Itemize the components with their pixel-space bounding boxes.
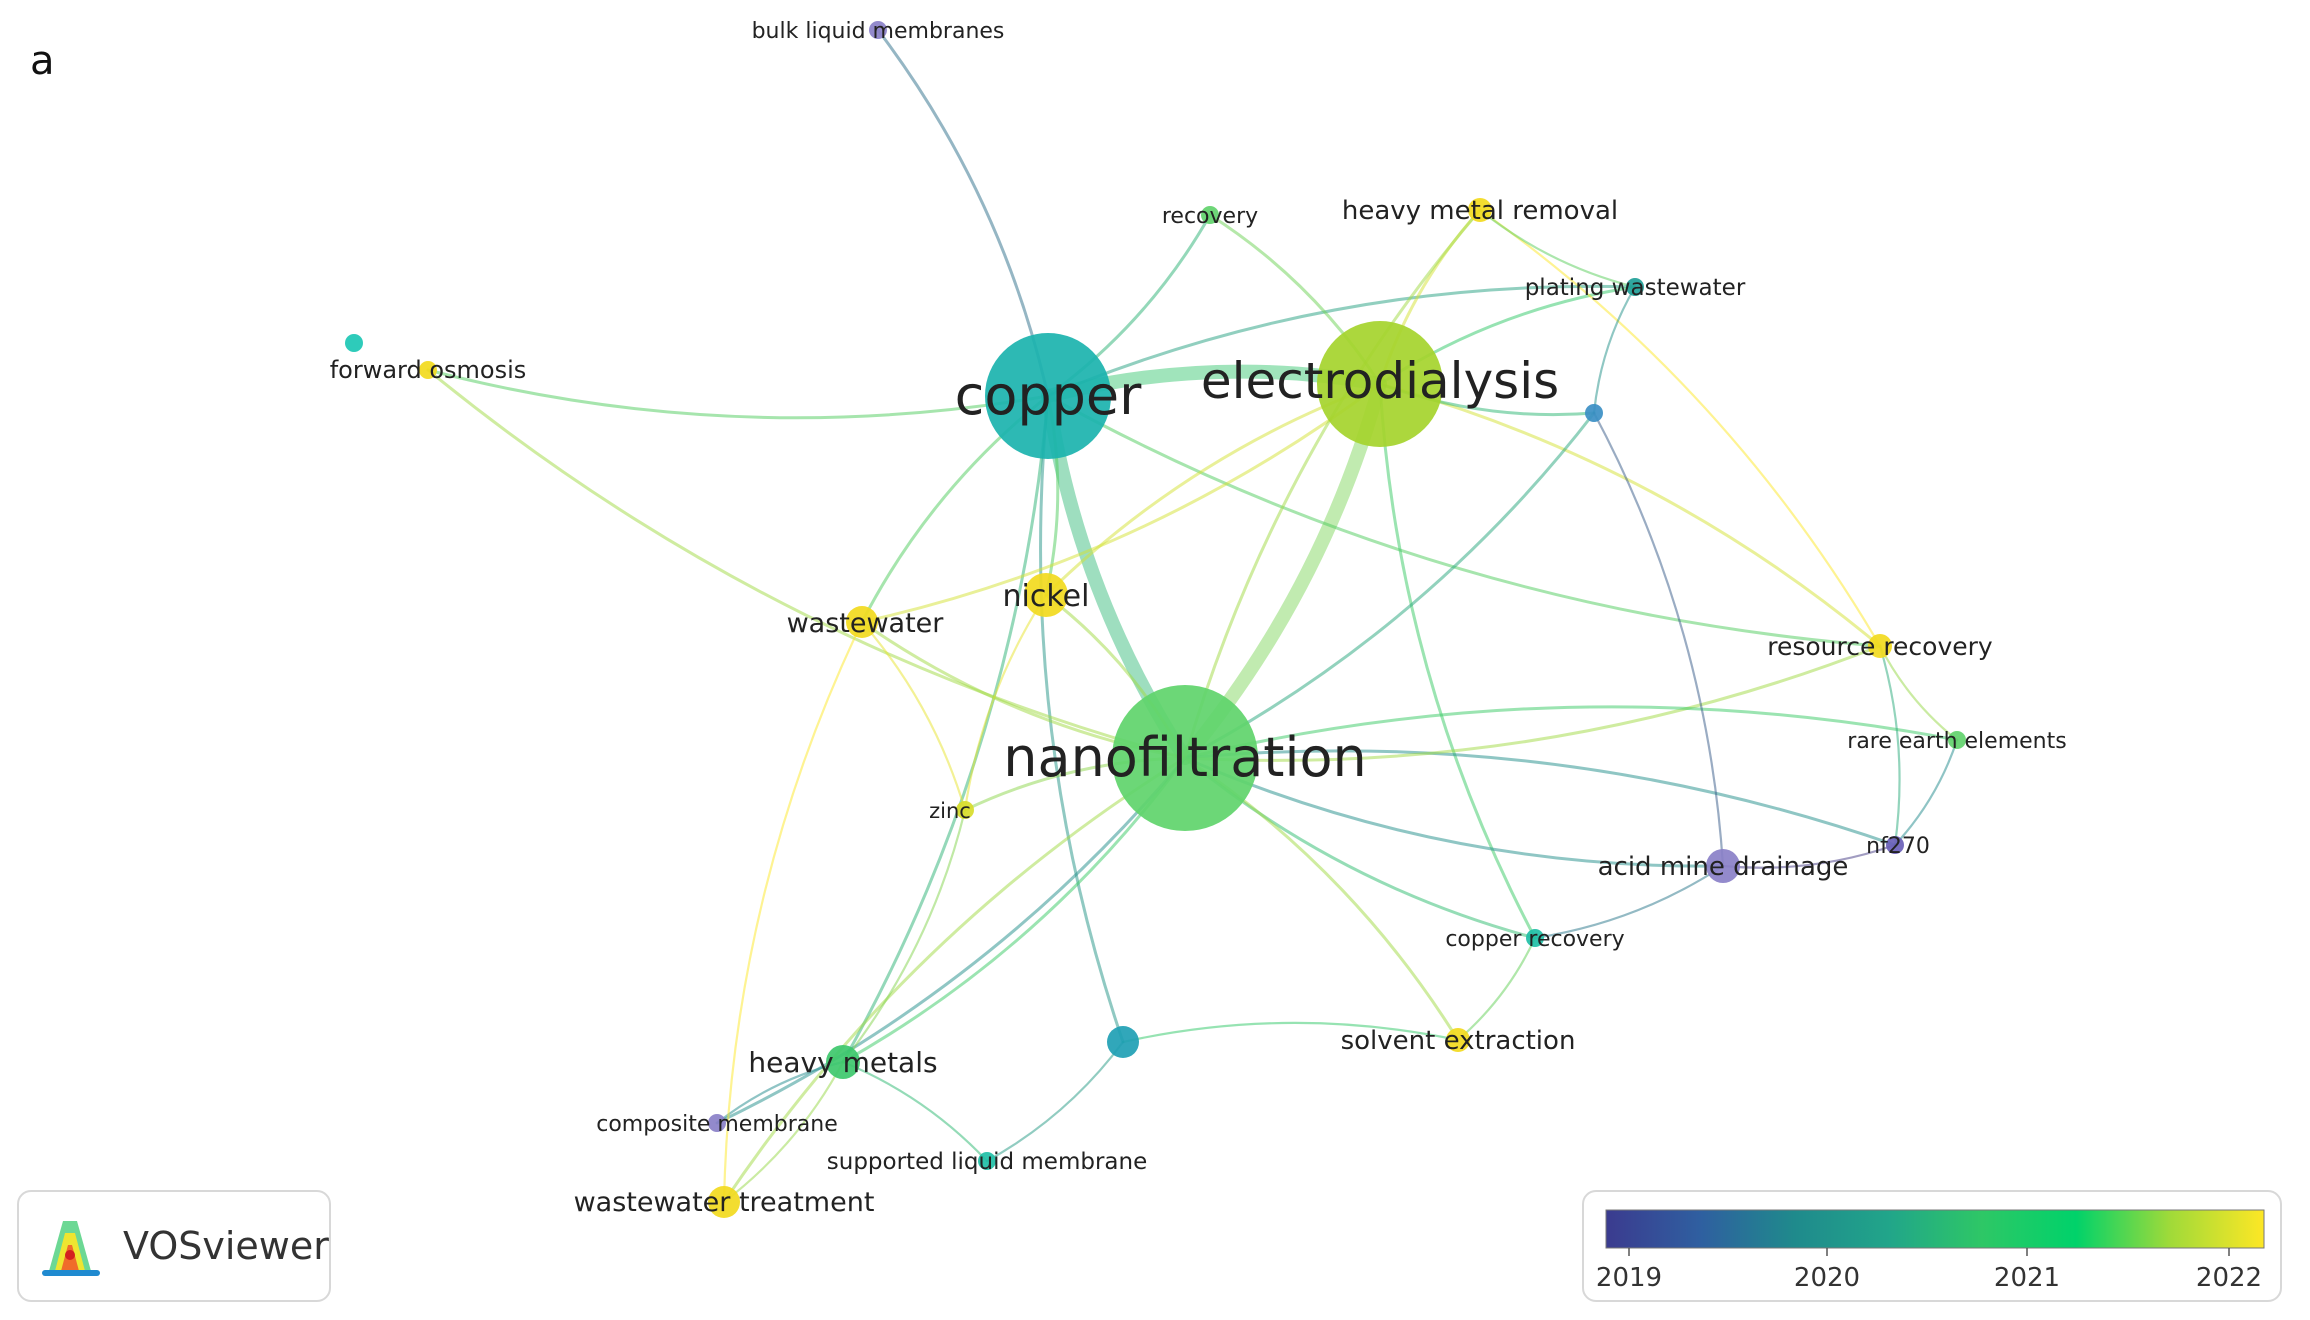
link-rare-earth-elements-nf270 [1893,738,1959,847]
node-label-heavy-metal-removal: heavy metal removal [1342,196,1618,226]
node-forward-osmosis[interactable] [419,361,437,379]
link-copper-unlabeled-teal [1039,394,1125,1044]
link-resource-recovery-heavy-metal-removal [1478,208,1882,648]
node-label-composite-membrane: composite membrane [596,1112,838,1137]
node-resource-recovery[interactable] [1868,634,1892,658]
node-label-wastewater-treatment: wastewater treatment [574,1187,875,1218]
link-acid-mine-drainage-copper-recovery [1533,864,1725,940]
link-heavy-metals-zinc [841,808,967,1064]
node-label-solvent-extraction: solvent extraction [1341,1026,1576,1056]
link-nanofiltration-unlabeled-blue [1183,411,1596,760]
node-supported-liquid-membrane[interactable] [978,1152,996,1170]
link-nanofiltration-acid-mine-drainage [1183,756,1725,868]
panel-label: a [30,38,55,84]
link-copper-forward-osmosis [426,368,1050,420]
node-label-supported-liquid-membrane: supported liquid membrane [827,1149,1147,1175]
link-nanofiltration-nf270 [1183,749,1897,847]
node-label-forward-osmosis: forward osmosis [330,356,527,384]
link-plating-wastewater-heavy-metal-removal [1478,208,1637,289]
node-composite-membrane[interactable] [708,1114,726,1132]
link-solvent-extraction-unlabeled-teal [1121,1021,1460,1044]
node-recovery[interactable] [1201,206,1219,224]
link-copper-heavy-metals [841,394,1050,1064]
link-nanofiltration-composite-membrane [715,756,1187,1125]
node-electrodialysis[interactable] [1317,321,1443,447]
node-label-plating-wastewater: plating wastewater [1525,275,1746,301]
node-label-nickel: nickel [1003,579,1090,614]
node-unlabeled-teal[interactable] [1107,1026,1139,1058]
node-wastewater[interactable] [846,606,878,638]
node-label-acid-mine-drainage: acid mine drainage [1598,852,1849,882]
link-heavy-metals-wastewater-treatment [722,1060,845,1204]
node-label-nf270: nf270 [1866,834,1930,859]
node-copper[interactable] [985,333,1111,459]
node-solvent-extraction[interactable] [1446,1028,1470,1052]
link-electrodialysis-copper-recovery [1378,382,1537,940]
nodes-layer [345,21,1966,1218]
link-plating-wastewater-unlabeled-blue [1592,285,1637,415]
link-resource-recovery-rare-earth-elements [1878,644,1959,742]
vosviewer-logo: VOSviewer [17,1190,331,1302]
node-label-nanofiltration: nanofiltration [1003,726,1367,789]
node-unlabeled-blue[interactable] [1585,404,1603,422]
node-forward-osmosis-2[interactable] [345,334,363,352]
node-label-copper: copper [955,364,1143,427]
node-label-recovery: recovery [1162,204,1258,229]
node-acid-mine-drainage[interactable] [1706,849,1740,883]
year-color-legend: 2019 2020 2021 2022 [1582,1190,2282,1302]
link-resource-recovery-nf270 [1878,644,1901,847]
node-wastewater-treatment[interactable] [708,1186,740,1218]
node-label-resource-recovery: resource recovery [1767,632,1993,661]
link-acid-mine-drainage-nf270 [1721,843,1897,869]
link-wastewater-zinc [860,620,967,812]
link-nanofiltration-forward-osmosis [426,368,1187,760]
node-nf270[interactable] [1886,836,1904,854]
node-copper-recovery[interactable] [1526,929,1544,947]
node-label-rare-earth-elements: rare earth elements [1847,729,2066,754]
legend-colorbar: 2019 2020 2021 2022 [1596,1209,2265,1293]
vosviewer-logo-icon [42,1221,100,1276]
node-label-zinc: zinc [929,799,971,823]
node-plating-wastewater[interactable] [1626,278,1644,296]
labels-layer: copper electrodialysis nanofiltration nicke… [330,19,2067,1218]
node-heavy-metals[interactable] [826,1045,860,1079]
link-nanofiltration-resource-recovery [1183,644,1882,762]
node-zinc[interactable] [956,801,974,819]
link-copper-resource-recovery [1046,394,1882,648]
node-label-wastewater: wastewater [787,608,945,639]
link-heavy-metals-supported-liquid-membrane [841,1060,989,1163]
node-label-heavy-metals: heavy metals [748,1046,937,1079]
node-heavy-metal-removal[interactable] [1468,198,1492,222]
legend-tick-label-2022: 2022 [2196,1263,2262,1293]
node-label-copper-recovery: copper recovery [1445,927,1624,952]
node-bulk-liquid-membranes[interactable] [869,21,887,39]
node-nanofiltration[interactable] [1112,685,1258,831]
link-nanofiltration-wastewater-treatment [722,756,1187,1204]
vosviewer-logo-text: VOSviewer [123,1224,329,1268]
node-nickel[interactable] [1024,573,1068,617]
legend-tick-label-2020: 2020 [1794,1263,1860,1293]
link-unlabeled-teal-supported-liquid-membrane [985,1040,1125,1163]
node-rare-earth-elements[interactable] [1948,731,1966,749]
node-label-bulk-liquid-membranes: bulk liquid membranes [752,19,1005,44]
node-label-electrodialysis: electrodialysis [1201,352,1559,410]
link-copper-plating-wastewater [1046,284,1637,398]
link-nickel-zinc [963,593,1048,812]
legend-gradient-bar [1605,1209,2265,1249]
legend-tick-label-2019: 2019 [1596,1263,1662,1293]
link-nanofiltration-rare-earth-elements [1183,705,1959,760]
link-electrodialysis-wastewater [860,382,1382,624]
link-acid-mine-drainage-unlabeled-blue [1592,411,1725,868]
link-wastewater-wastewater-treatment [722,620,864,1204]
link-electrodialysis-resource-recovery [1378,382,1882,648]
legend-tick-label-2021: 2021 [1994,1263,2060,1293]
link-nanofiltration-heavy-metal-removal [1183,208,1482,760]
link-copper-recovery-solvent-extraction [1456,936,1537,1042]
